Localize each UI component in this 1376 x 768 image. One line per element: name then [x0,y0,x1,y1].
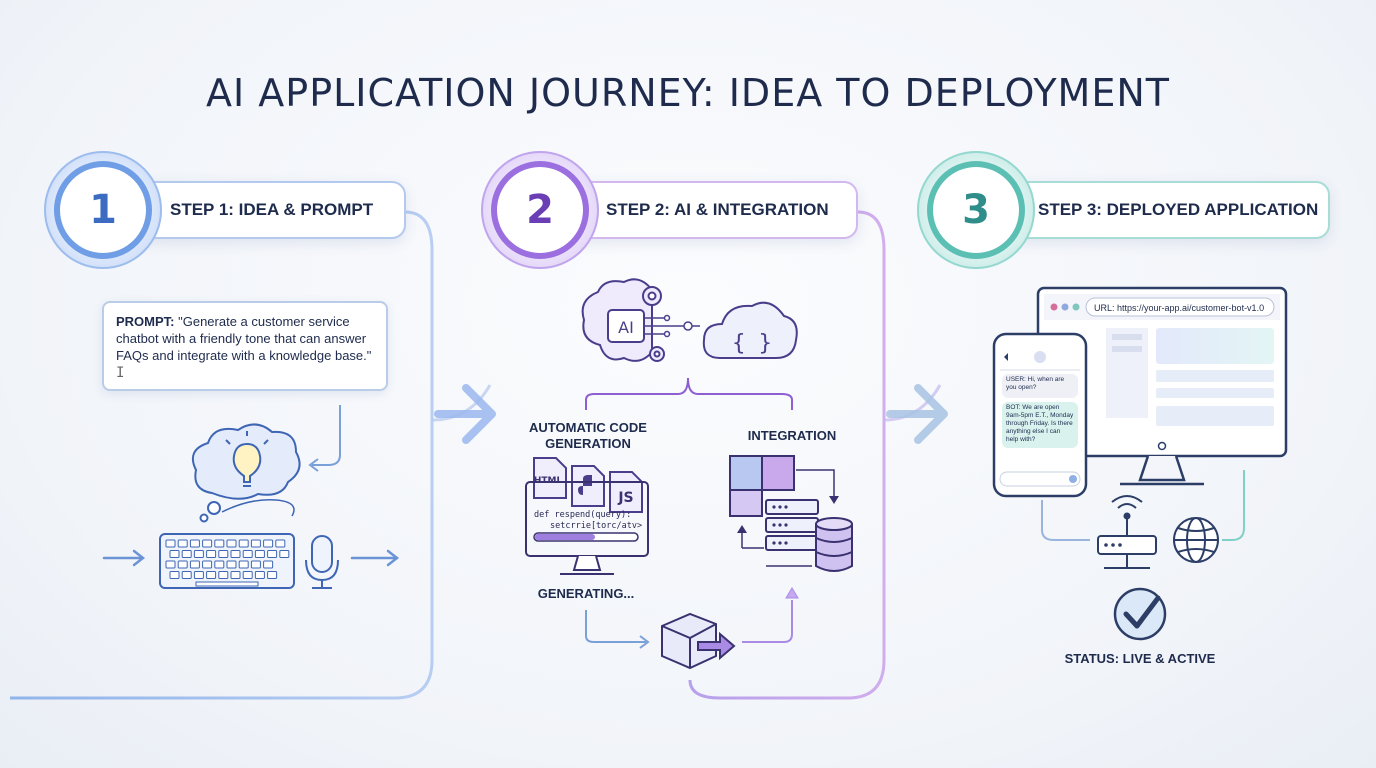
keyboard-key [238,560,249,569]
codegen-label: AUTOMATIC CODE GENERATION [529,420,647,451]
keyboard-key [177,539,188,548]
chat-user-bubble [1002,374,1078,398]
keyboard-key [189,560,200,569]
step3-pill: STEP 3: DEPLOYED APPLICATION [976,181,1330,239]
url-bar [1085,297,1275,317]
lightbulb-idea-icon [192,423,301,523]
keyboard-key [206,571,217,579]
keyboard-key [214,539,225,548]
keyboard-key [279,550,290,558]
keyboard-key [169,571,180,579]
keyboard-key [214,560,225,569]
js-file-label: JS [617,490,633,506]
python-file-icon [571,465,605,507]
status-label: STATUS: LIVE & ACTIVE [1064,651,1216,666]
keyboard-key [193,571,204,579]
keyboard-key [242,550,253,558]
keyboard-spacebar [195,581,259,587]
generating-label: GENERATING... [537,586,635,601]
step1-flow-line [10,210,434,700]
keyboard-keys [165,539,290,587]
keyboard-key [230,550,241,558]
ai-brain-icon: AI [581,278,653,362]
keyboard-key [275,539,286,548]
keyboard-key [263,539,274,548]
code-line-2: setcrrie[torc/atv> [550,521,642,531]
step1-label: STEP 1: IDEA & PROMPT [170,200,374,219]
chat-bot-text: BOT: We are open 9am-5pm E.T., Monday th… [1006,404,1074,443]
prompt-text: "Generate a customer service chatbot wit… [116,314,372,363]
step2-badge: 2 [481,151,599,269]
keyboard-key [226,560,237,569]
keyboard-key [181,550,192,558]
input-arrow-right-icon [350,549,400,567]
status-check-icon [1113,587,1167,641]
generation-progress-fill [535,534,595,540]
keyboard-key [165,539,176,548]
keyboard-key [254,571,265,579]
text-cursor-icon: I [116,365,125,381]
keyboard-key [177,560,188,569]
microphone-icon [305,535,339,589]
keyboard-key [165,560,176,569]
keyboard-key [193,550,204,558]
router-wifi-icon [1097,495,1157,569]
prompt-input[interactable]: PROMPT: "Generate a customer service cha… [102,301,388,391]
gear-icon [642,286,665,362]
keyboard-key [254,550,265,558]
database-icon [815,517,853,572]
brace-connector [585,377,793,410]
keyboard-key [169,550,180,558]
ai-chip-label: AI [618,318,634,337]
prompt-label: PROMPT: [116,314,175,329]
keyboard-key [230,571,241,579]
puzzle-integration-icon [729,455,795,517]
chat-bot-bubble [1002,402,1078,448]
chat-user-text: USER: Hi, when are you open? [1006,376,1065,391]
arrow-step2-to-step3-icon [886,384,948,444]
server-stack-icon [765,499,819,551]
keyboard-key [218,550,229,558]
keyboard-key [189,539,200,548]
keyboard-key [242,571,253,579]
url-text: URL: https://your-app.ai/customer-bot-v1… [1094,303,1264,313]
keyboard-key [238,539,249,548]
step2-label: STEP 2: AI & INTEGRATION [606,200,829,219]
keyboard-key [250,539,261,548]
keyboard-key [267,550,278,558]
keyboard-key [218,571,229,579]
keyboard-key [202,539,213,548]
step1-badge: 1 [44,151,162,269]
globe-icon [1173,517,1219,563]
step2-flow-line [688,210,886,700]
keyboard-key [250,560,261,569]
keyboard-key [226,539,237,548]
keyboard-key [206,550,217,558]
cloud-code-icon: { } [702,301,798,359]
step3-label: STEP 3: DEPLOYED APPLICATION [1038,200,1319,219]
step3-badge: 3 [917,151,1035,269]
page-title: AI APPLICATION JOURNEY: IDEA TO DEPLOYME… [206,71,1170,116]
keyboard-key [267,571,278,579]
package-deploy-icon [661,612,736,670]
code-monitor-icon [525,481,649,575]
arrow-step1-to-step2-icon [434,384,496,444]
integration-label: INTEGRATION [747,428,837,443]
keyboard-key [181,571,192,579]
keyboard-key [202,560,213,569]
keyboard-key [263,560,274,569]
input-arrow-left-icon [102,549,146,567]
cloud-braces-label: { } [732,331,772,356]
code-line-1: def respend(query): [534,510,631,520]
